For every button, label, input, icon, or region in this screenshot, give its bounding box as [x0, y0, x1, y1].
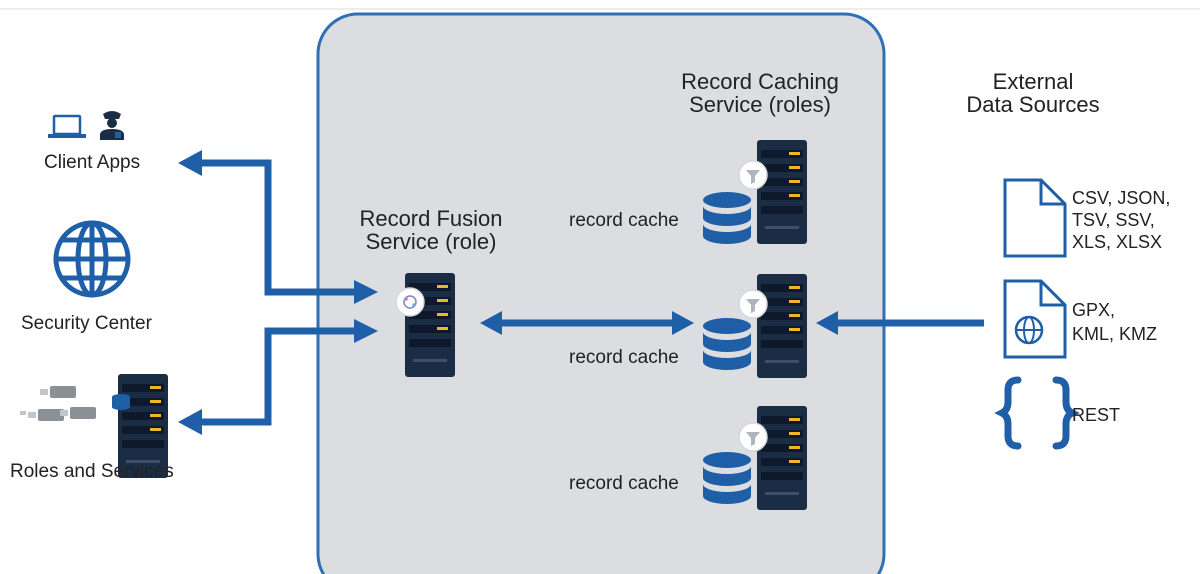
roles-services-label: Roles and Services [10, 461, 174, 482]
roles-devices-icon [20, 386, 96, 421]
fusion-title-line2: Service (role) [365, 229, 497, 254]
caching-title-line2: Service (roles) [689, 92, 831, 117]
curly-braces-icon [994, 376, 1080, 450]
geo-formats-line2: KML, KMZ [1072, 324, 1158, 344]
external-title-line2: Data Sources [966, 92, 1100, 117]
police-officer-icon [100, 111, 124, 140]
arrowheads [178, 150, 838, 435]
record-cache-label-1: record cache [569, 210, 679, 231]
web-file-icon [1003, 279, 1067, 359]
security-center-label: Security Center [21, 313, 152, 334]
fusion-title-line1: Record Fusion [359, 206, 503, 231]
record-cache-label-2: record cache [569, 347, 679, 368]
geo-formats-line1: GPX, [1072, 300, 1116, 320]
arrow-to-roles-services [200, 327, 365, 426]
file-formats-line2: TSV, SSV, [1072, 210, 1155, 230]
client-apps-label: Client Apps [44, 152, 141, 173]
caching-title-line1: Record Caching [681, 69, 839, 94]
rest-label: REST [1072, 405, 1121, 425]
arrow-to-client-apps [200, 159, 365, 296]
globe-icon [53, 220, 131, 298]
file-formats-line3: XLS, XLSX [1072, 232, 1163, 252]
roles-server-icon [112, 374, 168, 478]
laptop-icon [48, 114, 86, 138]
connector-arrows [200, 159, 984, 426]
fusion-server-icon [395, 273, 455, 377]
file-icon [1003, 178, 1067, 258]
file-formats-line1: CSV, JSON, [1072, 188, 1171, 208]
external-title-line1: External [992, 69, 1074, 94]
record-cache-label-3: record cache [569, 473, 679, 494]
